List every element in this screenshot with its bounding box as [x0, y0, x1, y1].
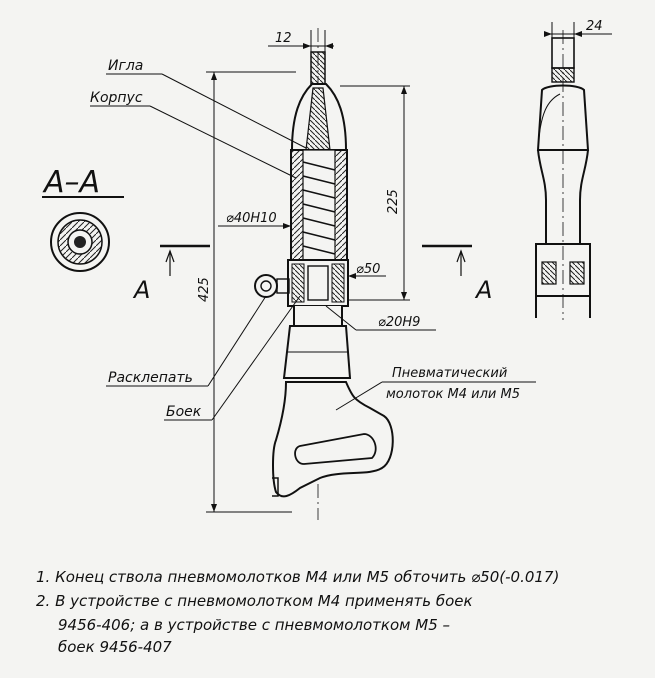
callout-lines	[90, 73, 536, 421]
section-marker-left: А	[132, 244, 210, 304]
device-main-view	[254, 28, 394, 520]
dim-height-425: 425	[197, 277, 212, 302]
dim-width-side: 24	[586, 19, 603, 34]
dim-dia-20: ⌀20Н9	[378, 315, 420, 330]
dim-dia-50: ⌀50	[356, 262, 380, 277]
dimension-arrows	[211, 31, 582, 512]
dimension-lines	[206, 22, 612, 513]
section-letter-left: А	[132, 276, 150, 304]
callout-igla: Игла	[108, 58, 143, 74]
dim-width-top: 12	[275, 31, 292, 46]
callout-boek: Боек	[166, 404, 202, 420]
note-2: 2. В устройстве с пневмомолотком М4 прим…	[36, 592, 473, 610]
callout-rasklepat: Расклепать	[108, 370, 193, 386]
section-letter-right: А	[474, 276, 492, 304]
section-view-circle	[50, 212, 110, 272]
note-1: 1. Конец ствола пневмомолотков М4 или М5…	[36, 568, 560, 586]
callout-hammer-line1: Пневматический	[392, 366, 507, 381]
note-2-cont: 9456-406; а в устройстве с пневмомолотко…	[58, 616, 450, 634]
dim-dia-40: ⌀40Н10	[226, 211, 277, 226]
device-side-view	[535, 30, 591, 320]
note-2-end: боек 9456-407	[58, 638, 172, 656]
section-marker-right: А	[422, 244, 492, 304]
section-title: А–А	[42, 165, 100, 200]
needle-part	[310, 51, 326, 87]
callout-hammer-line2: молоток М4 или М5	[386, 387, 520, 402]
dim-height-225: 225	[386, 189, 401, 214]
callout-korpus: Корпус	[90, 90, 143, 106]
